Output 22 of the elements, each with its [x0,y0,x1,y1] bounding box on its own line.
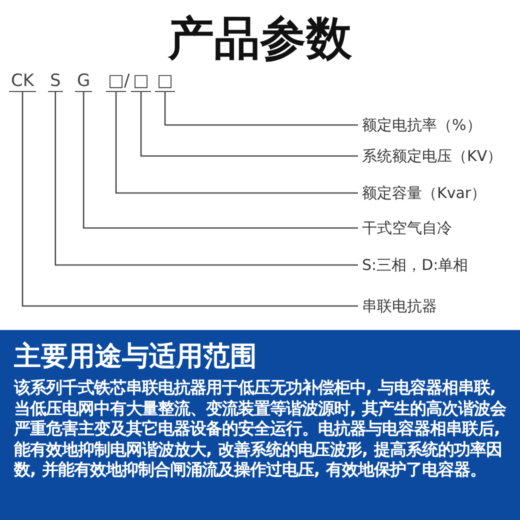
leader-line [164,92,358,126]
leader-line [140,92,358,157]
code-segment: G [75,71,92,92]
leader-line [54,92,358,266]
description-label: 系统额定电压（KV） [362,146,502,166]
info-panel [0,330,520,520]
separator-slash: / [124,71,130,91]
leader-line [22,92,358,307]
description-label: 额定电抗率（%） [362,115,482,135]
panel-text: 该系列千式铁芯串联电抗器用于低压无功补偿柜中, 与电容器相串联, 当低压电网中有大量整流、变流装置等谐波源时, 其产生的高次谐波会严重危害主变及其它电器设备的安全运行。电抗器与电容器相串联后, 能有效地抑制电网谐波放大, 改善系统的电压波形, 提高系统的功率因数, 并能有效地抑制合闸涌流及操作过电压, 有效地保护了电容器。 [14,378,508,480]
code-segment: □ [155,71,176,92]
description-label: S:三相，D:单相 [362,255,468,275]
title: 产品参数 [166,10,353,66]
description-label: 干式空气自冷 [362,218,452,238]
code-segment: CK [9,71,36,92]
description-label: 串联电抗器 [362,296,437,316]
panel-heading: 主要用途与适用范围 [14,340,258,374]
code-segment: S [48,71,63,92]
description-label: 额定容量（Kvar） [362,183,486,203]
leader-line [82,92,358,229]
leader-line [115,92,358,194]
code-segment: □ [131,71,152,92]
